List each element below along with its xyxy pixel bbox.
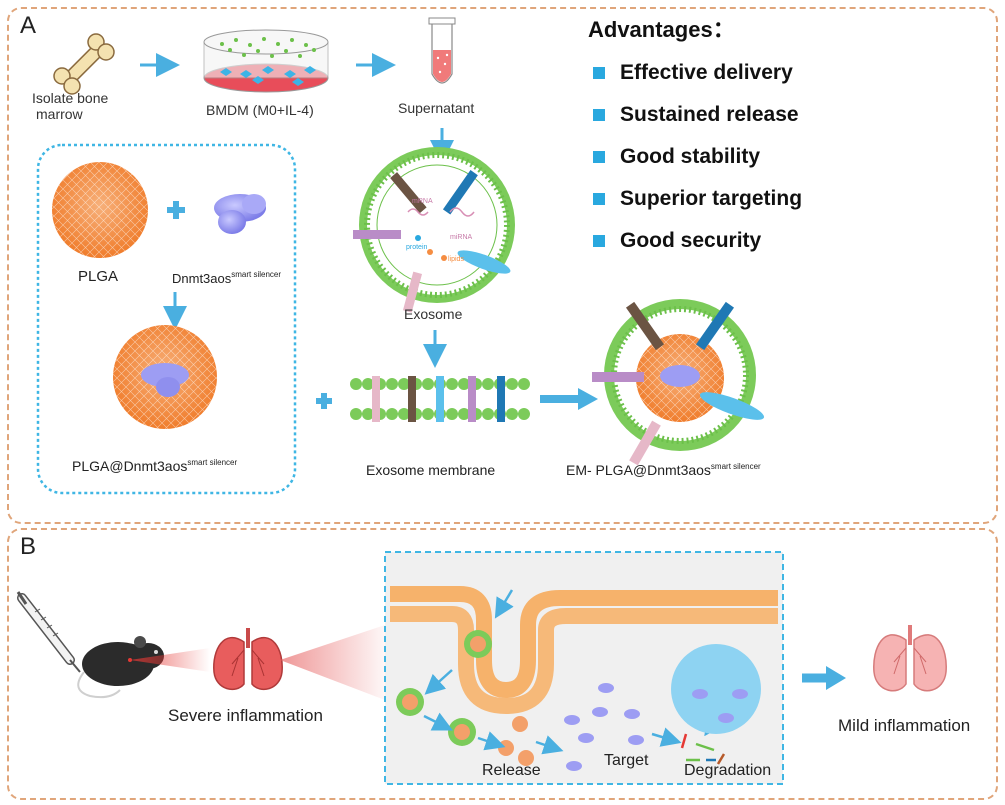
bullet-icon <box>593 193 605 205</box>
exosome-label: Exosome <box>404 306 463 322</box>
highlight-beam <box>280 625 385 700</box>
advantage-item: Good security <box>620 229 762 252</box>
advantage-item: Effective delivery <box>620 61 793 84</box>
mouse-icon <box>77 636 164 699</box>
exosome-membrane-icon <box>350 376 530 422</box>
plga-nanoparticle-icon <box>52 162 148 258</box>
loaded-nanoparticle-icon <box>113 325 217 429</box>
bone-icon <box>53 33 115 95</box>
cargo-label: lipids <box>448 256 464 263</box>
syringe-icon <box>16 591 81 673</box>
advantage-item: Good stability <box>620 145 761 168</box>
plus-icon <box>316 393 332 409</box>
silencer-label: Dnmt3aossmart silencer <box>172 270 281 286</box>
highlight-beam <box>130 648 210 672</box>
cell-membrane-icon <box>390 586 778 715</box>
petri-dish-icon <box>203 29 329 93</box>
synthesis-box <box>36 143 297 495</box>
advantage-item: Superior targeting <box>620 187 803 210</box>
severe-label: Severe inflammation <box>168 706 323 725</box>
mild-label: Mild inflammation <box>838 716 971 735</box>
silencer-superscript: smart silencer <box>231 270 282 279</box>
em-plga-nanoparticle-icon <box>592 299 765 466</box>
bullet-icon <box>593 151 605 163</box>
panel-a-frame <box>7 7 998 524</box>
bullet-icon <box>593 235 605 247</box>
panel-b-letter: B <box>20 533 37 560</box>
loaded-name: PLGA@Dnmt3aos <box>72 458 188 474</box>
silencer-icon <box>214 194 266 234</box>
membrane-label: Exosome membrane <box>366 462 496 478</box>
silencer-name: Dnmt3aos <box>172 271 232 286</box>
loaded-superscript: smart silencer <box>187 458 238 467</box>
cargo-label: miRNA <box>450 234 473 241</box>
nucleus-icon <box>671 644 761 734</box>
final-label: EM- PLGA@Dnmt3aossmart silencer <box>566 462 761 478</box>
advantages-title: Advantages： <box>588 17 735 42</box>
degraded-rna-icon <box>680 733 726 765</box>
final-name: EM- PLGA@Dnmt3aos <box>566 462 711 478</box>
lungs-icon <box>213 628 283 691</box>
panel-b-frame <box>7 528 998 800</box>
silencer-icon <box>564 683 644 771</box>
supernatant-label: Supernatant <box>398 100 475 116</box>
bone-label: Isolate bone <box>32 90 109 106</box>
bullet-icon <box>593 67 605 79</box>
plga-label: PLGA <box>78 268 119 285</box>
silencer-icon <box>692 689 748 723</box>
panel-a-letter: A <box>20 12 37 39</box>
loaded-label: PLGA@Dnmt3aossmart silencer <box>72 458 237 474</box>
degradation-label: Degradation <box>684 762 772 779</box>
cargo-label: mRNA <box>412 198 433 205</box>
final-superscript: smart silencer <box>710 462 761 471</box>
release-label: Release <box>482 762 541 779</box>
exosome-icon <box>353 147 515 313</box>
bullet-icon <box>593 109 605 121</box>
tube-icon <box>428 17 456 84</box>
lungs-icon <box>873 625 947 692</box>
plus-icon <box>167 201 185 219</box>
bone-label-line2: marrow <box>36 106 83 122</box>
nanoparticle-icon <box>396 630 534 766</box>
bmdm-label: BMDM (M0+IL-4) <box>206 102 314 118</box>
target-label: Target <box>604 752 649 769</box>
cargo-label: protein <box>406 244 428 251</box>
arrow-icon <box>494 589 514 619</box>
advantage-item: Sustained release <box>620 103 799 126</box>
